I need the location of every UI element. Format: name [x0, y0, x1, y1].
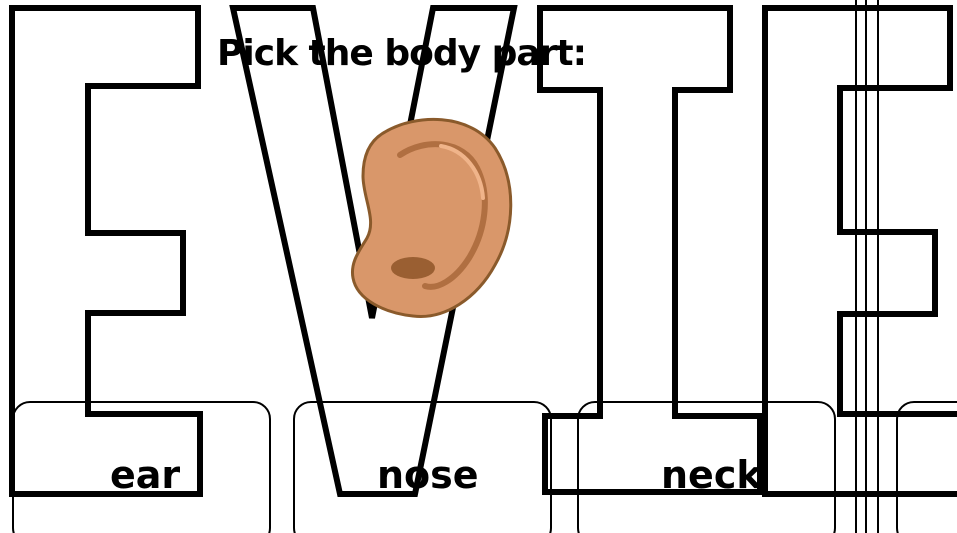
letter-e2-outline	[762, 5, 957, 497]
letter-e-outline	[9, 5, 203, 497]
choice-label: ear	[110, 453, 181, 497]
ear-icon	[350, 117, 513, 318]
choice-neck-button[interactable]: neck	[577, 401, 836, 533]
letter-t-outline	[537, 5, 763, 495]
ear-inner-fold	[397, 141, 488, 290]
ear-canal	[391, 257, 435, 279]
choice-partial-button[interactable]	[896, 401, 957, 533]
choice-label: neck	[661, 453, 762, 497]
choice-nose-button[interactable]: nose	[293, 401, 552, 533]
question-prompt: Pick the body part:	[217, 33, 587, 74]
choice-ear-button[interactable]: ear	[12, 401, 271, 533]
ear-rim-highlight	[439, 144, 485, 200]
choice-label: nose	[377, 453, 479, 497]
